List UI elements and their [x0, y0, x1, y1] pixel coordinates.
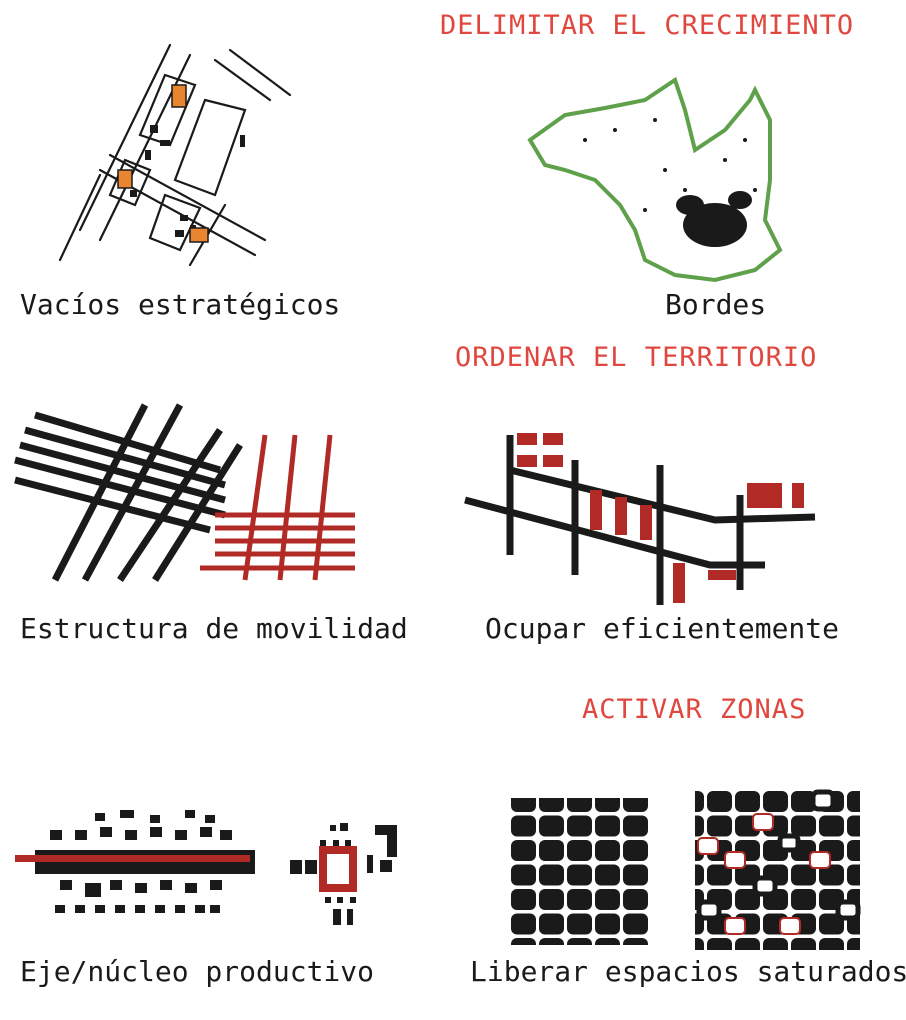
heading-ordenar-territorio: ORDENAR EL TERRITORIO	[455, 342, 818, 373]
ocupar-eficientemente-diagram	[464, 433, 816, 605]
estructura-movilidad-diagram	[14, 403, 355, 582]
bordes-diagram	[527, 76, 783, 283]
caption-eje-nucleo-productivo: Eje/núcleo productivo	[20, 955, 375, 988]
vacios-estrategicos-diagram	[58, 43, 292, 267]
heading-delimitar-crecimiento: DELIMITAR EL CRECIMIENTO	[440, 10, 855, 41]
caption-estructura-movilidad: Estructura de movilidad	[20, 612, 408, 645]
liberar-espacios-diagram	[510, 789, 861, 950]
caption-ocupar-eficientemente: Ocupar eficientemente	[485, 612, 840, 645]
caption-vacios-estrategicos: Vacíos estratégicos	[20, 288, 341, 321]
eje-nucleo-productivo-diagram	[15, 810, 397, 925]
caption-liberar-espacios: Liberar espacios saturados	[470, 955, 906, 988]
heading-activar-zonas: ACTIVAR ZONAS	[582, 694, 807, 725]
caption-bordes: Bordes	[665, 288, 767, 321]
